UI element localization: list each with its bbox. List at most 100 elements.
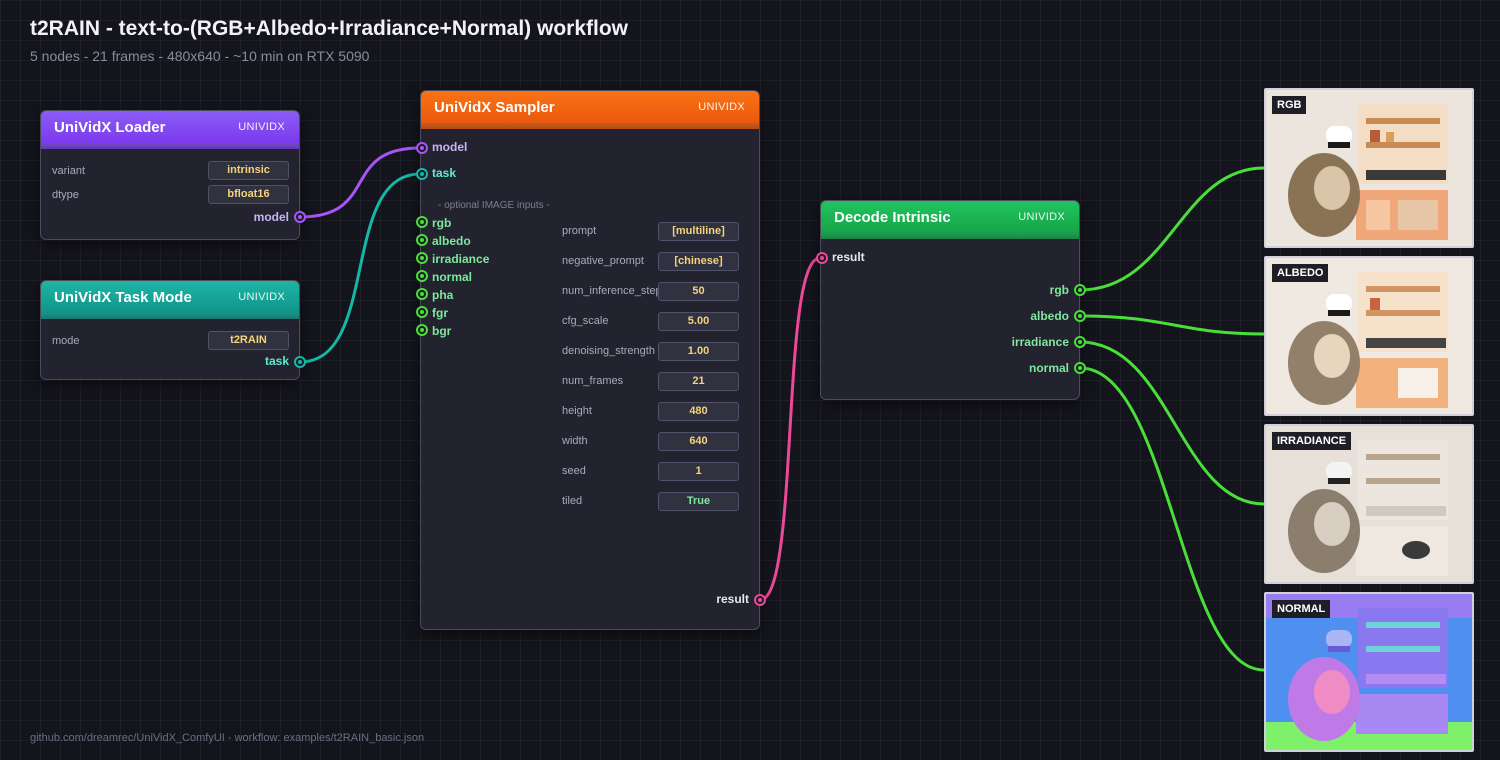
tiled-label: tiled <box>562 495 583 507</box>
denoising-strength-label: denoising_strength <box>562 345 655 357</box>
loader-node[interactable]: UniVidX Loader UNIVIDX variant intrinsic… <box>40 110 300 240</box>
irradiance-output-label: irradiance <box>1011 335 1069 349</box>
irradiance-output-port[interactable] <box>1074 336 1086 348</box>
albedo-preview[interactable]: ALBEDO <box>1264 256 1474 416</box>
normal-input-label: normal <box>432 270 473 284</box>
mode-label: mode <box>52 335 80 347</box>
irradiance-preview-image <box>1266 426 1472 582</box>
sampler-header[interactable]: UniVidX Sampler UNIVIDX <box>421 91 759 129</box>
wire-result[interactable] <box>759 256 821 602</box>
task-mode-tag: UNIVIDX <box>238 291 285 303</box>
negative-prompt-label: negative_prompt <box>562 255 644 267</box>
irradiance-preview-label: IRRADIANCE <box>1272 432 1352 450</box>
sampler-node[interactable]: UniVidX Sampler UNIVIDX model task - opt… <box>420 90 760 630</box>
variant-label: variant <box>52 165 86 177</box>
normal-preview-image <box>1266 594 1472 750</box>
cfg-scale-label: cfg_scale <box>562 315 609 327</box>
loader-tag: UNIVIDX <box>238 121 285 133</box>
rgb-preview[interactable]: RGB <box>1264 88 1474 248</box>
num-inference-steps-field[interactable]: 50 <box>658 282 739 301</box>
height-label: height <box>562 405 592 417</box>
rgb-preview-image <box>1266 90 1472 246</box>
wire-model[interactable] <box>299 146 421 219</box>
width-label: width <box>562 435 588 447</box>
variant-select[interactable]: intrinsic <box>208 161 289 180</box>
bgr-input-label: bgr <box>432 324 452 338</box>
prompt-field[interactable]: [multiline] <box>658 222 739 241</box>
sampler-title: UniVidX Sampler <box>434 98 555 116</box>
wire-task[interactable] <box>299 172 421 364</box>
rgb-output-port[interactable] <box>1074 284 1086 296</box>
albedo-input-port[interactable] <box>416 234 428 246</box>
result-output-port[interactable] <box>754 594 766 606</box>
bgr-input-port[interactable] <box>416 324 428 336</box>
page-subtitle: 5 nodes - 21 frames - 480x640 - ~10 min … <box>30 48 370 64</box>
page-title: t2RAIN - text-to-(RGB+Albedo+Irradiance+… <box>30 17 628 40</box>
task-output-port[interactable] <box>294 356 306 368</box>
irradiance-input-port[interactable] <box>416 252 428 264</box>
albedo-preview-label: ALBEDO <box>1272 264 1329 282</box>
task-mode-header[interactable]: UniVidX Task Mode UNIVIDX <box>41 281 299 319</box>
decode-title: Decode Intrinsic <box>834 208 951 226</box>
height-field[interactable]: 480 <box>658 402 739 421</box>
task-mode-node[interactable]: UniVidX Task Mode UNIVIDX mode t2RAIN ta… <box>40 280 300 380</box>
albedo-output-label: albedo <box>1030 309 1069 323</box>
negative-prompt-field[interactable]: [chinese] <box>658 252 739 271</box>
rgb-preview-label: RGB <box>1272 96 1307 114</box>
decode-node[interactable]: Decode Intrinsic UNIVIDX result rgb albe… <box>820 200 1080 400</box>
mode-select[interactable]: t2RAIN <box>208 331 289 350</box>
normal-preview[interactable]: NORMAL <box>1264 592 1474 752</box>
result-input-port[interactable] <box>816 252 828 264</box>
prompt-label: prompt <box>562 225 597 237</box>
dtype-select[interactable]: bfloat16 <box>208 185 289 204</box>
wire-irradiance[interactable] <box>1079 340 1265 506</box>
result-output-label: result <box>716 592 749 606</box>
task-mode-title: UniVidX Task Mode <box>54 288 192 306</box>
cfg-scale-field[interactable]: 5.00 <box>658 312 739 331</box>
sampler-tag: UNIVIDX <box>698 101 745 113</box>
width-field[interactable]: 640 <box>658 432 739 451</box>
optional-inputs-header: - optional IMAGE inputs - <box>438 200 550 211</box>
wire-albedo[interactable] <box>1079 314 1265 336</box>
wire-normal[interactable] <box>1079 366 1265 672</box>
normal-output-port[interactable] <box>1074 362 1086 374</box>
footer-credit: github.com/dreamrec/UniVidX_ComfyUI - wo… <box>30 732 425 744</box>
rgb-input-port[interactable] <box>416 216 428 228</box>
model-output-port[interactable] <box>294 211 306 223</box>
wire-rgb[interactable] <box>1079 166 1265 292</box>
dtype-label: dtype <box>52 189 79 201</box>
num-frames-field[interactable]: 21 <box>658 372 739 391</box>
normal-output-label: normal <box>1028 361 1069 375</box>
result-input-label: result <box>832 250 865 264</box>
loader-header[interactable]: UniVidX Loader UNIVIDX <box>41 111 299 149</box>
num-frames-label: num_frames <box>562 375 624 387</box>
normal-input-port[interactable] <box>416 270 428 282</box>
pha-input-label: pha <box>432 288 454 302</box>
model-input-port[interactable] <box>416 142 428 154</box>
pha-input-port[interactable] <box>416 288 428 300</box>
task-output-label: task <box>264 354 289 368</box>
task-input-port[interactable] <box>416 168 428 180</box>
task-input-label: task <box>432 166 457 180</box>
num-inference-steps-label: num_inference_steps <box>562 285 658 297</box>
loader-title: UniVidX Loader <box>54 118 166 136</box>
decode-header[interactable]: Decode Intrinsic UNIVIDX <box>821 201 1079 239</box>
normal-preview-label: NORMAL <box>1272 600 1331 618</box>
seed-label: seed <box>562 465 586 477</box>
fgr-input-label: fgr <box>432 306 448 320</box>
decode-tag: UNIVIDX <box>1018 211 1065 223</box>
fgr-input-port[interactable] <box>416 306 428 318</box>
model-input-label: model <box>432 140 468 154</box>
irradiance-input-label: irradiance <box>432 252 490 266</box>
albedo-input-label: albedo <box>432 234 471 248</box>
albedo-preview-image <box>1266 258 1472 414</box>
seed-field[interactable]: 1 <box>658 462 739 481</box>
rgb-output-label: rgb <box>1049 283 1069 297</box>
rgb-input-label: rgb <box>432 216 452 230</box>
albedo-output-port[interactable] <box>1074 310 1086 322</box>
denoising-strength-field[interactable]: 1.00 <box>658 342 739 361</box>
irradiance-preview[interactable]: IRRADIANCE <box>1264 424 1474 584</box>
tiled-toggle[interactable]: True <box>658 492 739 511</box>
model-output-label: model <box>253 210 289 224</box>
